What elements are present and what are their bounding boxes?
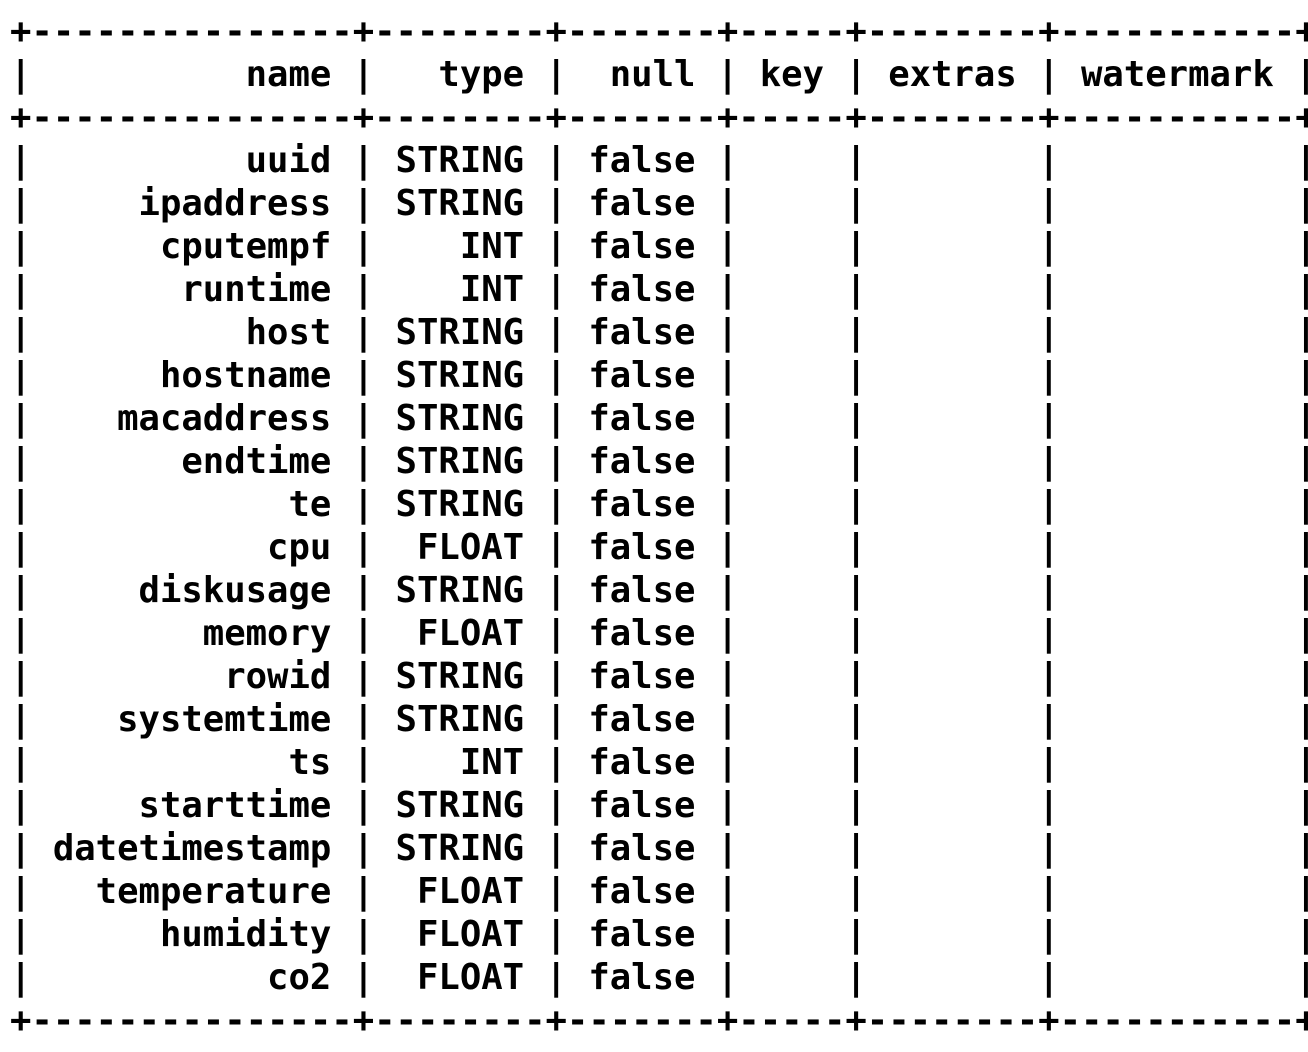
table-row: | systemtime | STRING | false | | | |: [10, 699, 1308, 740]
table-row: | hostname | STRING | false | | | |: [10, 355, 1308, 396]
table-row: | ts | INT | false | | | |: [10, 742, 1308, 783]
table-row: | humidity | FLOAT | false | | | |: [10, 914, 1308, 955]
table-border-bottom: +---------------+--------+-------+-----+…: [10, 1000, 1308, 1041]
table-row: | te | STRING | false | | | |: [10, 484, 1308, 525]
table-row: | cputempf | INT | false | | | |: [10, 226, 1308, 267]
table-border-top: +---------------+--------+-------+-----+…: [10, 11, 1308, 52]
table-row: | runtime | INT | false | | | |: [10, 269, 1308, 310]
table-row: | cpu | FLOAT | false | | | |: [10, 527, 1308, 568]
table-row: | co2 | FLOAT | false | | | |: [10, 957, 1308, 998]
table-border-header: +---------------+--------+-------+-----+…: [10, 97, 1308, 138]
table-header-row: | name | type | null | key | extras | wa…: [10, 54, 1308, 95]
table-row: | macaddress | STRING | false | | | |: [10, 398, 1308, 439]
table-row: | uuid | STRING | false | | | |: [10, 140, 1308, 181]
table-row: | endtime | STRING | false | | | |: [10, 441, 1308, 482]
table-row: | host | STRING | false | | | |: [10, 312, 1308, 353]
table-row: | memory | FLOAT | false | | | |: [10, 613, 1308, 654]
table-row: | ipaddress | STRING | false | | | |: [10, 183, 1308, 224]
table-row: | rowid | STRING | false | | | |: [10, 656, 1308, 697]
table-row: | temperature | FLOAT | false | | | |: [10, 871, 1308, 912]
table-row: | diskusage | STRING | false | | | |: [10, 570, 1308, 611]
table-row: | datetimestamp | STRING | false | | | |: [10, 828, 1308, 869]
table-row: | starttime | STRING | false | | | |: [10, 785, 1308, 826]
